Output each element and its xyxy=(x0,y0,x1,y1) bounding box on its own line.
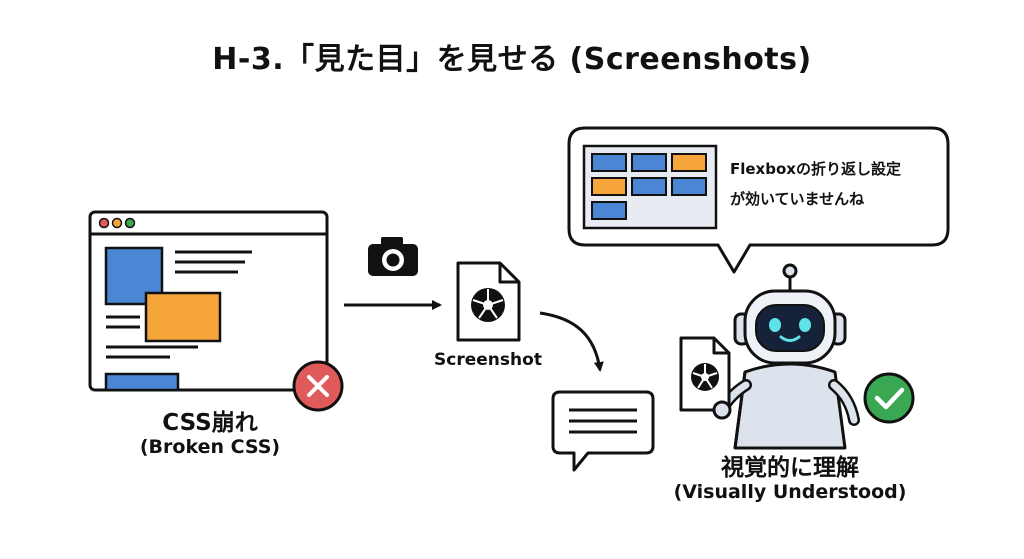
window-minimize-dot xyxy=(111,217,123,229)
bubble-line-2: が効いていませんね xyxy=(730,190,865,208)
blue-box-cut-off xyxy=(104,372,180,392)
bubble-line-1: Flexboxの折り返し設定 xyxy=(730,160,901,178)
left-label: CSS崩れ xyxy=(162,410,258,436)
window-close-dot xyxy=(98,217,110,229)
robot-face xyxy=(755,304,825,352)
page-title: H-3.「見た目」を見せる (Screenshots) xyxy=(212,42,812,77)
camera-icon xyxy=(368,237,418,276)
orange-box-overlapping xyxy=(144,291,222,343)
speech-bubble xyxy=(567,126,950,274)
browser-window xyxy=(88,210,329,392)
x-circle-icon xyxy=(292,360,344,412)
aperture-file-icon xyxy=(456,261,521,342)
right-label: 視覚的に理解 xyxy=(721,455,859,481)
window-maximize-dot xyxy=(124,217,136,229)
robot-icon xyxy=(716,263,860,450)
chat-message-icon xyxy=(551,390,655,472)
check-circle-icon xyxy=(863,372,915,424)
send-arrow xyxy=(539,311,604,372)
screenshot-label: Screenshot xyxy=(434,350,542,370)
held-aperture-file-icon xyxy=(679,336,731,412)
left-sublabel: (Broken CSS) xyxy=(139,436,281,458)
speech-bubble-text: Flexboxの折り返し設定 が効いていませんね xyxy=(730,154,940,214)
right-sublabel: (Visually Understood) xyxy=(673,481,907,503)
